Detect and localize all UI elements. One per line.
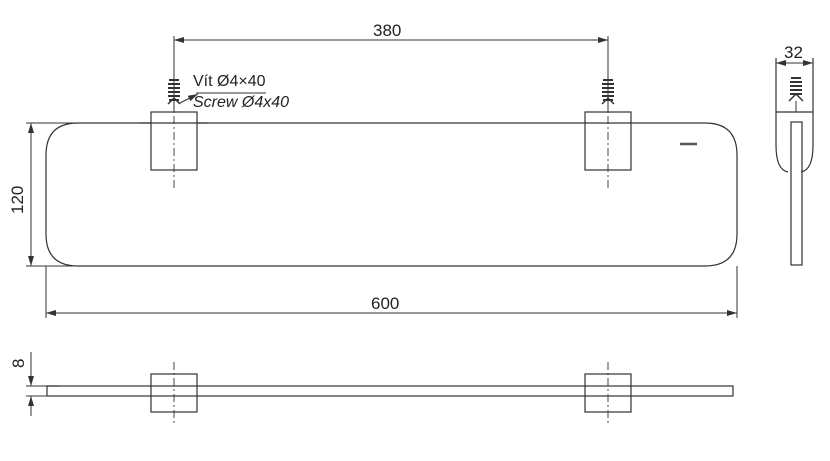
front-view — [45, 100, 738, 267]
shelf-outline — [45, 122, 738, 267]
dimension-label-600: 600 — [371, 294, 400, 313]
dimension-label-120: 120 — [8, 185, 27, 214]
screw-label-en: Screw Ø4x40 — [193, 94, 290, 111]
dim-120 — [26, 122, 78, 267]
top-view — [46, 362, 734, 424]
dim-380 — [173, 36, 609, 80]
screw-leader — [179, 92, 266, 104]
glass-edge — [46, 385, 734, 397]
dim-8 — [26, 352, 47, 416]
dimension-label-380: 380 — [373, 21, 402, 40]
dimension-label-32: 32 — [784, 43, 803, 62]
screw-label-vi: Vít Ø4×40 — [193, 73, 266, 90]
dim-600 — [45, 266, 738, 318]
side-view — [775, 58, 814, 266]
dimension-label-8: 8 — [9, 358, 28, 368]
